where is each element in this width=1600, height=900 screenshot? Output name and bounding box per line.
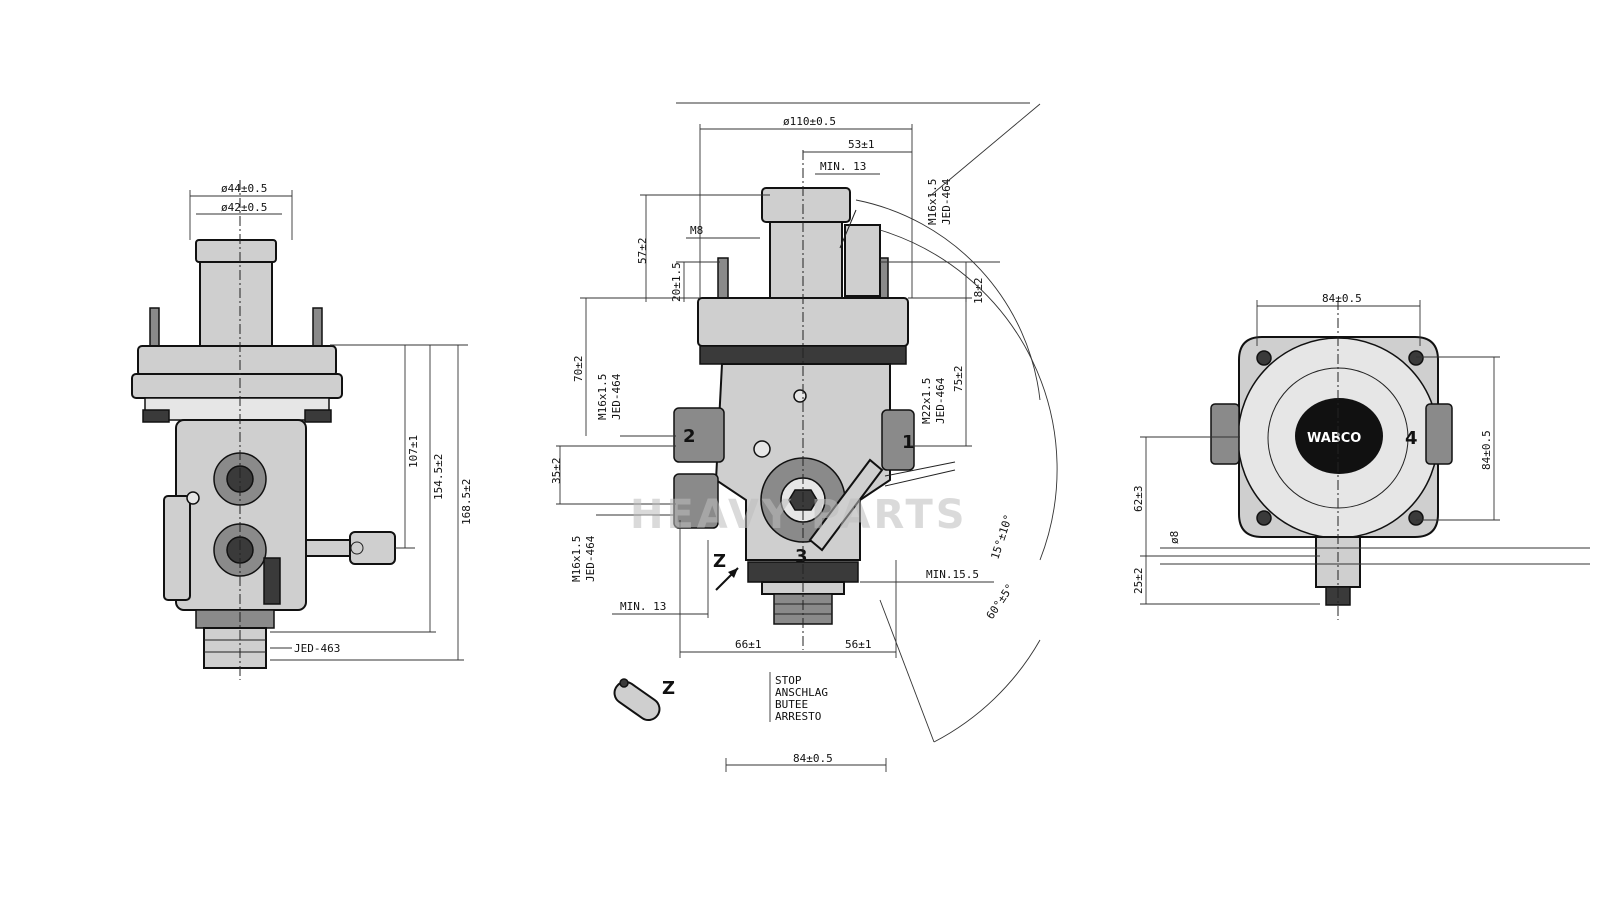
left-side-view	[131, 180, 396, 680]
right-dimensions: 84±0.5 84±0.5 62±3 ø8 25±2	[1132, 292, 1590, 605]
thread-top-1: M16x1.5	[926, 179, 939, 225]
view-z-label: Z	[713, 551, 726, 572]
thread-port3-2: JED-464	[584, 535, 597, 582]
port-1-label: 1	[902, 432, 915, 453]
dim-min15-5: MIN.15.5	[926, 568, 979, 581]
dim-25: 25±2	[1132, 568, 1145, 595]
thread-top-2: JED-464	[940, 178, 953, 225]
z-detail: Z	[613, 678, 675, 722]
stop-label-4: ARRESTO	[775, 710, 821, 723]
dim-84-bottom: 84±0.5	[793, 752, 833, 765]
thread-m8: M8	[690, 224, 703, 237]
dim-57: 57±2	[636, 238, 649, 265]
dim-84-right-top: 84±0.5	[1322, 292, 1362, 305]
dim-d110: ø110±0.5	[783, 115, 836, 128]
dim-min13-bottom: MIN. 13	[620, 600, 666, 613]
z-detail-label: Z	[662, 678, 675, 699]
dim-70: 70±2	[572, 356, 585, 383]
right-top-view: WABCO 4	[1210, 300, 1453, 620]
stop-label-2: ANSCHLAG	[775, 686, 828, 699]
dim-d44: ø44±0.5	[221, 182, 267, 195]
dim-20: 20±1.5	[670, 262, 683, 302]
dim-66: 66±1	[735, 638, 762, 651]
thread-port2-2: JED-464	[610, 373, 623, 420]
thread-jed-463: JED-463	[294, 642, 340, 655]
dim-18: 18±2	[972, 278, 985, 305]
center-front-view: 2 1 3 Z	[673, 150, 956, 650]
port-4-label: 4	[1405, 428, 1418, 449]
dim-35: 35±2	[550, 458, 563, 485]
angle-15: 15°±10°	[988, 513, 1015, 561]
dim-168: 168.5±2	[460, 479, 473, 525]
port-2-label: 2	[683, 426, 696, 447]
stop-label-1: STOP	[775, 674, 802, 687]
wabco-logo-text: WABCO	[1307, 431, 1361, 446]
left-dimensions: ø44±0.5 ø42±0.5 107±1 154.5±2 168.5±2 JE…	[189, 182, 473, 661]
thread-port2-1: M16x1.5	[596, 374, 609, 420]
dim-62: 62±3	[1132, 486, 1145, 513]
thread-port1-1: M22x1.5	[920, 378, 933, 424]
dim-84-right-side: 84±0.5	[1480, 430, 1493, 470]
dim-107: 107±1	[407, 435, 420, 468]
dim-min13-top: MIN. 13	[820, 160, 866, 173]
dim-56: 56±1	[845, 638, 872, 651]
dim-53: 53±1	[848, 138, 875, 151]
thread-port1-2: JED-464	[934, 377, 947, 424]
dim-d8: ø8	[1168, 531, 1181, 544]
dim-d42: ø42±0.5	[221, 201, 267, 214]
dim-154: 154.5±2	[432, 454, 445, 500]
stop-label-3: BUTEE	[775, 698, 808, 711]
angle-60: 60°±5°	[984, 581, 1017, 621]
watermark: HEAVY PARTS	[630, 492, 968, 538]
thread-port3-1: M16x1.5	[570, 536, 583, 582]
dim-75: 75±2	[952, 366, 965, 393]
